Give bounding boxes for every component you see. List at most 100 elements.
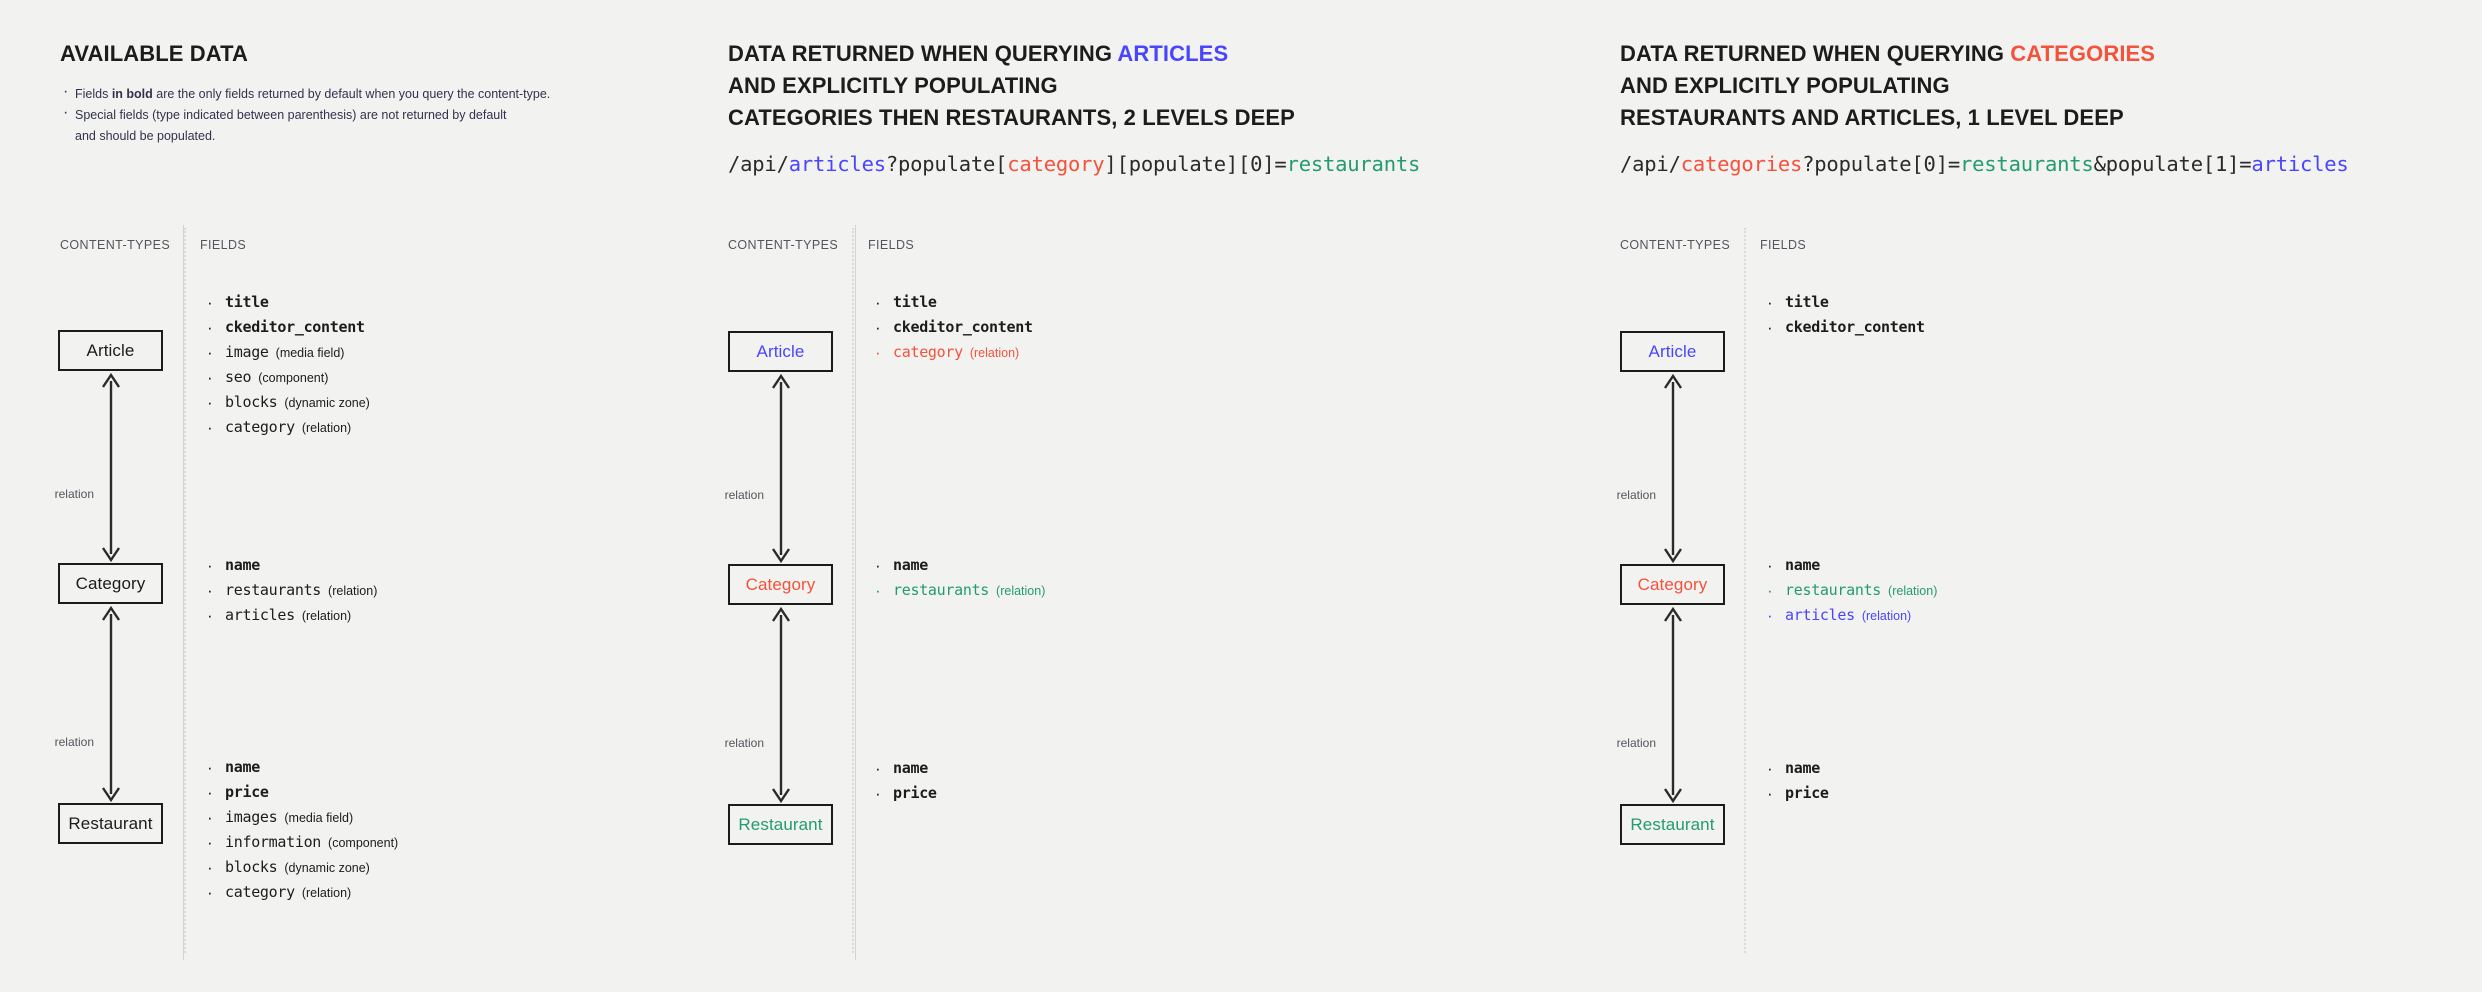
field-name: ckeditor_content <box>893 318 1033 336</box>
relation-label-1: relation <box>54 487 94 501</box>
field-name: seo <box>225 368 252 386</box>
field-name: articles <box>225 606 295 624</box>
field-row: title <box>205 290 370 315</box>
field-row: name <box>1765 553 1937 578</box>
field-row: name <box>873 756 937 781</box>
field-row: restaurants(relation) <box>873 578 1045 603</box>
field-type: (relation) <box>996 584 1046 598</box>
url-segment: ?populate[ <box>885 152 1008 176</box>
field-name: name <box>225 556 260 574</box>
field-name: price <box>893 784 937 802</box>
field-row: ckeditor_content <box>873 315 1033 340</box>
content-type-box-category[interactable]: Category <box>728 564 833 605</box>
heading-text: AVAILABLE DATA <box>60 41 248 66</box>
field-list-article: title ckeditor_content <box>1765 290 1925 340</box>
field-row: title <box>873 290 1033 315</box>
field-row: category(relation) <box>873 340 1033 365</box>
relation-label-1: relation <box>724 488 764 502</box>
field-name: category <box>225 418 295 436</box>
heading-text: RESTAURANTS AND ARTICLES, 1 LEVEL DEEP <box>1620 105 2124 130</box>
panel-available-data: AVAILABLE DATA Fields in bold are the on… <box>0 0 720 992</box>
field-row: blocks(dynamic zone) <box>205 390 370 415</box>
field-list-restaurant: name price <box>873 756 937 806</box>
content-type-box-restaurant[interactable]: Restaurant <box>1620 804 1725 845</box>
relation-arrow-article-category <box>100 371 122 564</box>
field-type: (relation) <box>1861 609 1912 623</box>
field-row: ckeditor_content <box>1765 315 1925 340</box>
field-type: (component) <box>258 371 329 385</box>
url-segment: categories <box>1680 152 1803 176</box>
field-row: information (component) <box>205 830 398 855</box>
field-name: name <box>893 759 928 777</box>
field-name: restaurants <box>225 581 322 599</box>
heading-line: CATEGORIES THEN RESTAURANTS, 2 LEVELS DE… <box>728 102 1295 134</box>
url-segment: articles <box>2251 152 2349 176</box>
col-label-content-types: CONTENT-TYPES <box>60 238 171 252</box>
relation-arrow-category-restaurant <box>1662 605 1684 805</box>
relation-arrow-category-restaurant <box>100 604 122 804</box>
relation-arrow-category-restaurant <box>770 605 792 805</box>
field-type: (component) <box>328 836 399 850</box>
field-type: (media field) <box>275 346 345 360</box>
field-row: restaurants(relation) <box>1765 578 1937 603</box>
url-segment: &populate[1]= <box>2093 152 2252 176</box>
field-list-category: namerestaurants(relation) articles (relati… <box>1765 553 1937 628</box>
heading-text: DATA RETURNED WHEN QUERYING <box>728 41 1118 66</box>
field-type: (relation) <box>1888 584 1938 598</box>
heading-text: AND EXPLICITLY POPULATING <box>728 73 1058 98</box>
field-row: category(relation) <box>205 880 398 905</box>
field-name: image <box>225 343 269 361</box>
field-type: (relation) <box>301 609 352 623</box>
url-segment: restaurants <box>1960 152 2094 176</box>
field-row: price <box>1765 781 1829 806</box>
content-type-box-article[interactable]: Article <box>728 331 833 372</box>
field-name: name <box>893 556 928 574</box>
field-type: (relation) <box>328 584 378 598</box>
content-type-box-article[interactable]: Article <box>58 330 163 371</box>
content-type-box-article[interactable]: Article <box>1620 331 1725 372</box>
field-list-category: name restaurants (relation) articles (relati… <box>205 553 377 628</box>
content-type-box-restaurant[interactable]: Restaurant <box>728 804 833 845</box>
col-label-content-types: CONTENT-TYPES <box>1620 238 1731 252</box>
relation-arrow-article-category <box>770 372 792 565</box>
field-row: articles (relation) <box>1765 603 1937 628</box>
field-row: blocks(dynamic zone) <box>205 855 398 880</box>
field-list-article: title ckeditor_content category(relation) <box>873 290 1033 365</box>
field-row: name <box>873 553 1045 578</box>
field-name: price <box>1785 784 1829 802</box>
relation-label-2: relation <box>54 735 94 749</box>
field-row: ckeditor_content <box>205 315 370 340</box>
relation-label-1: relation <box>1616 488 1656 502</box>
field-name: title <box>1785 293 1829 311</box>
heading-accent: CATEGORIES <box>2010 41 2156 66</box>
legend-note-continuation: and should be populated. <box>75 129 216 143</box>
relation-arrow-article-category <box>1662 372 1684 565</box>
field-list-restaurant: name price <box>1765 756 1829 806</box>
panel-query-articles: DATA RETURNED WHEN QUERYING ARTICLES AND … <box>720 0 1490 992</box>
field-name: information <box>225 833 322 851</box>
field-type: (relation) <box>301 421 352 435</box>
col-label-fields: FIELDS <box>1760 238 1807 252</box>
field-row: category (relation) <box>205 415 370 440</box>
field-type: (relation) <box>969 346 1020 360</box>
url-segment: /api/ <box>1620 152 1681 176</box>
content-type-box-category[interactable]: Category <box>1620 564 1725 605</box>
content-type-box-category[interactable]: Category <box>58 563 163 604</box>
panel-heading: AVAILABLE DATA <box>60 38 248 70</box>
panel-heading: DATA RETURNED WHEN QUERYING ARTICLES AND … <box>728 38 1295 134</box>
field-type: (relation) <box>301 886 352 900</box>
field-list-category: name restaurants(relation) <box>873 553 1045 603</box>
legend-note: Special fields (type indicated between p… <box>60 104 680 124</box>
url-segment: restaurants <box>1286 152 1421 176</box>
field-name: articles <box>1785 606 1855 624</box>
field-row: name <box>1765 756 1829 781</box>
heading-accent: ARTICLES <box>1117 41 1229 66</box>
field-type: (dynamic zone) <box>284 861 370 875</box>
legend-note: Fields in bold are the only fields retur… <box>60 83 680 103</box>
legend-note-bold: in bold <box>111 87 153 101</box>
url-segment: articles <box>788 152 886 176</box>
content-type-box-restaurant[interactable]: Restaurant <box>58 803 163 844</box>
field-name: price <box>225 783 269 801</box>
field-name: title <box>893 293 937 311</box>
